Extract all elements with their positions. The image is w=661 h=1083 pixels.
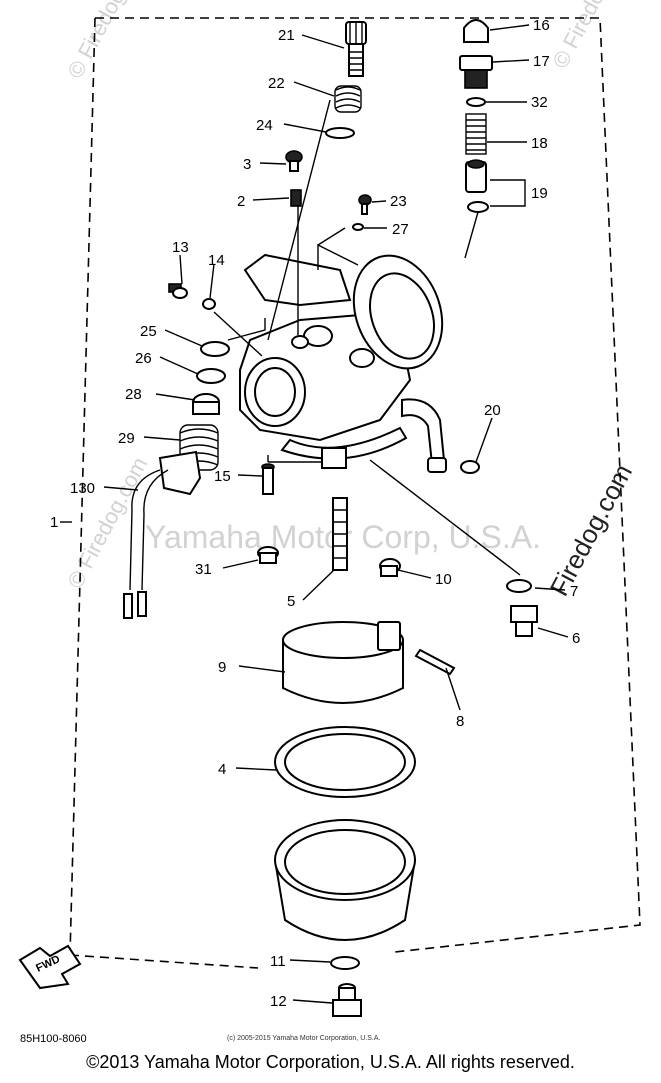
part-19-starter-plunger bbox=[465, 159, 489, 213]
footer-copyright: ©2013 Yamaha Motor Corporation, U.S.A. A… bbox=[86, 1052, 575, 1072]
part-18-spring bbox=[465, 113, 487, 155]
callout-6: 6 bbox=[572, 630, 580, 647]
callout-26: 26 bbox=[135, 350, 152, 367]
callout-9: 9 bbox=[218, 659, 226, 676]
part-21-throttle-screw bbox=[345, 21, 367, 77]
callout-18: 18 bbox=[531, 135, 548, 152]
part-7-washer bbox=[506, 579, 532, 593]
callout-16: 16 bbox=[533, 17, 550, 34]
callout-23: 23 bbox=[390, 193, 407, 210]
part-17-nut bbox=[459, 55, 493, 89]
callout-11: 11 bbox=[270, 953, 286, 970]
callout-130: 130 bbox=[70, 480, 95, 497]
part-25-washer bbox=[200, 341, 230, 357]
part-32-washer bbox=[466, 97, 486, 107]
watermark-firedog-top: © Firedog.com bbox=[62, 0, 152, 82]
callout-27: 27 bbox=[392, 221, 409, 238]
part-130-thermostarter bbox=[123, 450, 202, 619]
part-6-drain-screw bbox=[510, 605, 538, 637]
callout-7: 7 bbox=[570, 583, 578, 600]
part-22-spring bbox=[334, 85, 362, 113]
callout-17: 17 bbox=[533, 53, 550, 70]
part-20-clip bbox=[460, 460, 480, 474]
part-31-plug bbox=[257, 546, 279, 564]
callout-15: 15 bbox=[214, 468, 231, 485]
callout-19: 19 bbox=[531, 185, 548, 202]
callout-22: 22 bbox=[268, 75, 285, 92]
part-10-plug bbox=[379, 558, 401, 577]
assembly-boundary bbox=[69, 17, 641, 969]
callout-8: 8 bbox=[456, 713, 464, 730]
callout-10: 10 bbox=[435, 571, 452, 588]
callout-4: 4 bbox=[218, 761, 226, 778]
leader-19-body bbox=[464, 211, 479, 259]
callout-21: 21 bbox=[278, 27, 295, 44]
callout-12: 12 bbox=[270, 993, 287, 1010]
part-2-pilot-jet bbox=[290, 189, 302, 207]
callout-13: 13 bbox=[172, 239, 189, 256]
part-9-float bbox=[282, 621, 404, 704]
part-5-needle-jet bbox=[332, 497, 348, 571]
callout-1: 1 bbox=[50, 514, 58, 531]
part-16-cap bbox=[463, 19, 489, 43]
watermark-firedog-topright: © Firedog.com bbox=[547, 0, 637, 72]
callout-3: 3 bbox=[243, 156, 251, 173]
callout-25: 25 bbox=[140, 323, 157, 340]
watermark-firedog-left: © Firedog.com bbox=[62, 453, 152, 592]
part-27-oring bbox=[352, 223, 364, 231]
callout-29: 29 bbox=[118, 430, 135, 447]
part-13-screw bbox=[168, 283, 188, 299]
fwd-arrow-icon: FWD bbox=[18, 944, 82, 990]
part-26-washer bbox=[196, 368, 226, 384]
part-3-screw bbox=[285, 150, 303, 172]
small-copyright: (c) 2005-2015 Yamaha Motor Corporation, … bbox=[227, 1035, 380, 1042]
callout-32: 32 bbox=[531, 94, 548, 111]
callout-31: 31 bbox=[195, 561, 212, 578]
part-11-gasket bbox=[330, 956, 360, 970]
callout-28: 28 bbox=[125, 386, 142, 403]
part-8-float-pin bbox=[414, 648, 456, 676]
leader-lines bbox=[103, 24, 569, 1004]
part-float-bowl bbox=[273, 819, 417, 941]
callout-14: 14 bbox=[208, 252, 225, 269]
drawing-code: 85H100-8060 bbox=[20, 1033, 87, 1045]
part-15-jet bbox=[261, 463, 275, 495]
part-14-clip bbox=[202, 298, 216, 310]
carburetor-body bbox=[239, 253, 447, 473]
part-24-washer bbox=[325, 127, 355, 139]
part-28-nut bbox=[192, 393, 220, 415]
callout-numbers: 21 22 24 3 2 23 27 16 17 32 18 19 13 14 … bbox=[70, 17, 580, 1010]
callout-24: 24 bbox=[256, 117, 273, 134]
part-23-screw bbox=[358, 194, 372, 215]
part-4-gasket bbox=[274, 726, 416, 798]
part-12-drain-bolt bbox=[332, 983, 362, 1017]
callout-2: 2 bbox=[237, 193, 245, 210]
callout-20: 20 bbox=[484, 402, 501, 419]
callout-5: 5 bbox=[287, 593, 295, 610]
